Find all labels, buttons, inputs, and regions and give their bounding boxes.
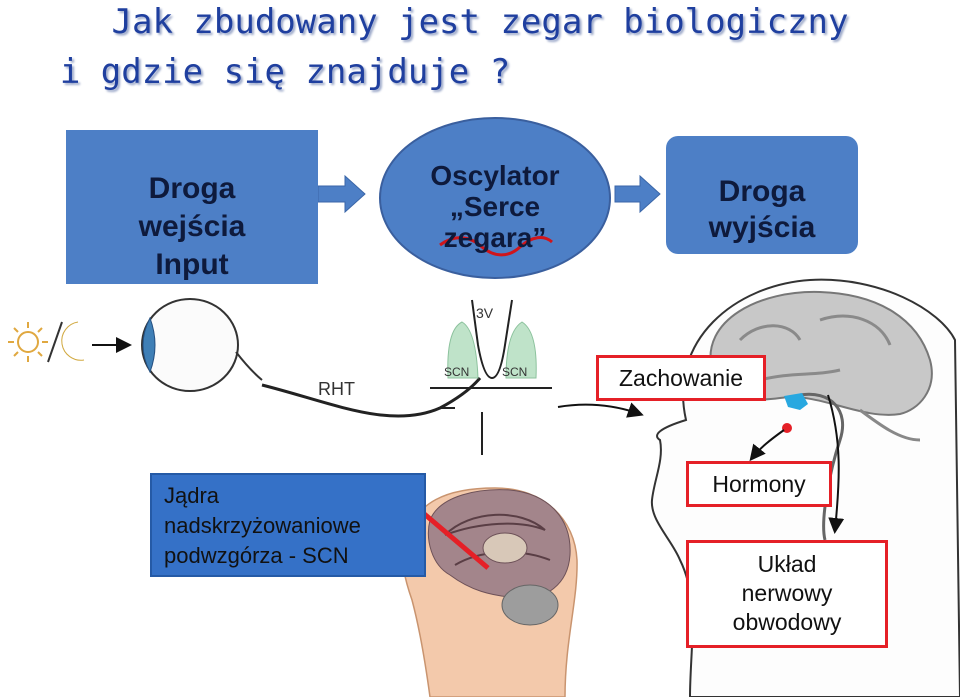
moon-icon (61, 321, 85, 361)
input-box-line-1: Droga (148, 172, 236, 205)
output-box-line-2: wyjścia (708, 211, 816, 244)
red-squiggle (439, 236, 553, 257)
oscillator-ellipse (379, 117, 611, 279)
oscillator-line-1: Oscylator (430, 160, 560, 191)
rht-label: RHT (318, 379, 355, 399)
input-box-line-3: Input (155, 248, 229, 281)
third-ventricle-label: 3V (476, 305, 494, 321)
behavior-label: Zachowanie (596, 355, 766, 401)
sun-icon (8, 322, 48, 362)
output-pathway-box: Droga wyjścia (666, 136, 858, 254)
oscillator-line-3: zegara” (443, 222, 547, 253)
title-line-1: Jak zbudowany jest zegar biologiczny (111, 2, 849, 42)
input-pathway-box: Droga wejścia Input (66, 130, 318, 284)
nervous-system-label: Układ nerwowy obwodowy (686, 540, 888, 648)
nervous-line-2: nerwowy (741, 580, 833, 606)
oscillator-line-2: „Serce (449, 191, 541, 222)
nervous-line-1: Układ (757, 551, 817, 577)
rht-tract (261, 377, 482, 418)
hormone-arrow (749, 429, 785, 462)
scn-right-label: SCN (502, 365, 527, 379)
nervous-line-3: obwodowy (732, 609, 842, 635)
output-box-line-1: Droga (718, 175, 806, 208)
input-box-line-2: wejścia (138, 210, 246, 243)
scn-box-line-3: podwzgórza - SCN (164, 543, 349, 568)
title-line-2: i gdzie się znajduje ? (59, 52, 511, 92)
hormones-label: Hormony (686, 461, 832, 507)
output-arrow (557, 402, 644, 418)
scn-left-label: SCN (444, 365, 469, 379)
scn-right-nucleus (505, 321, 537, 379)
third-ventricle (471, 299, 513, 380)
small-head-illustration (402, 487, 578, 697)
scn-left-nucleus (447, 321, 479, 379)
scn-box: Jądra nadskrzyżowaniowe podwzgórza - SCN (150, 473, 426, 577)
scn-box-line-2: nadskrzyżowaniowe (164, 513, 361, 538)
nervous-arrow (827, 394, 845, 534)
arrow-input-to-oscillator (317, 174, 366, 214)
scn-pointer-line (420, 510, 490, 570)
arrow-oscillator-to-output (614, 174, 661, 214)
eye-icon (141, 298, 263, 392)
scn-box-line-1: Jądra (164, 483, 220, 508)
oscillator-label: Oscylator „Serce zegara” (415, 160, 575, 280)
